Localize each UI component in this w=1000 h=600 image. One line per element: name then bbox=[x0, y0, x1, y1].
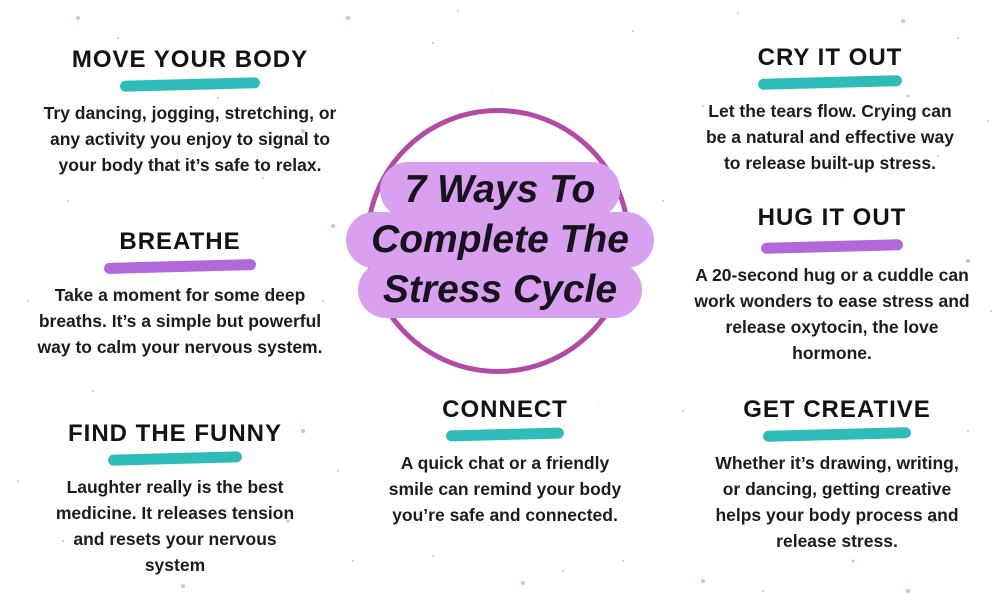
section-body-line: medicine. It releases tension bbox=[55, 503, 295, 523]
section-body-line: work wonders to ease stress and bbox=[694, 291, 970, 311]
section-body-line: release stress. bbox=[776, 531, 898, 551]
section-move-your-body: MOVE YOUR BODY Try dancing, jogging, str… bbox=[30, 46, 350, 178]
section-body-line: Laughter really is the best bbox=[66, 477, 284, 497]
section-breathe: BREATHE Take a moment for some deep brea… bbox=[15, 228, 345, 360]
section-body-line: Let the tears flow. Crying can bbox=[708, 101, 952, 121]
heading-underline-brush bbox=[103, 259, 257, 274]
section-body-line: way to calm your nervous system. bbox=[37, 337, 323, 357]
section-body-line: hormone. bbox=[792, 343, 872, 363]
section-body-line: be a natural and effective way bbox=[705, 127, 954, 147]
section-body-line: any activity you enjoy to signal to bbox=[49, 129, 331, 149]
section-body-line: your body that it’s safe to relax. bbox=[58, 155, 322, 175]
section-body-line: to release built-up stress. bbox=[723, 153, 936, 173]
section-body-line: and resets your nervous bbox=[73, 529, 277, 549]
title-line-3: Stress Cycle bbox=[357, 262, 643, 318]
title-line-1: 7 Ways To bbox=[379, 162, 621, 218]
heading-underline-brush bbox=[119, 77, 261, 92]
section-body-line: A quick chat or a friendly bbox=[400, 453, 610, 473]
section-connect: CONNECT A quick chat or a friendly smile… bbox=[355, 396, 655, 528]
section-heading: BREATHE bbox=[119, 228, 241, 255]
section-body-line: release oxytocin, the love bbox=[725, 317, 939, 337]
section-find-the-funny: FIND THE FUNNY Laughter really is the be… bbox=[25, 420, 325, 578]
section-body-line: Whether it’s drawing, writing, bbox=[715, 453, 959, 473]
section-body-line: A 20-second hug or a cuddle can bbox=[695, 265, 969, 285]
heading-underline-brush bbox=[762, 427, 912, 442]
section-body-line: breaths. It’s a simple but powerful bbox=[38, 311, 322, 331]
section-heading: GET CREATIVE bbox=[743, 396, 931, 423]
section-cry-it-out: CRY IT OUT Let the tears flow. Crying ca… bbox=[675, 44, 985, 176]
section-body-line: or dancing, getting creative bbox=[722, 479, 952, 499]
title-line-2: Complete The bbox=[346, 212, 654, 268]
section-heading: CONNECT bbox=[442, 396, 568, 423]
heading-underline-brush bbox=[445, 427, 565, 442]
section-body-line: you’re safe and connected. bbox=[392, 505, 618, 525]
section-body-line: Take a moment for some deep bbox=[54, 285, 306, 305]
heading-underline-brush bbox=[760, 239, 904, 254]
section-body-line: Try dancing, jogging, stretching, or bbox=[43, 103, 337, 123]
section-heading: HUG IT OUT bbox=[757, 204, 907, 231]
section-heading: MOVE YOUR BODY bbox=[71, 46, 309, 73]
heading-underline-brush bbox=[107, 451, 243, 466]
section-body-line: smile can remind your body bbox=[388, 479, 622, 499]
section-hug-it-out: HUG IT OUT A 20-second hug or a cuddle c… bbox=[672, 204, 992, 366]
heading-underline-brush bbox=[757, 75, 903, 90]
title-card: 7 Ways To Complete The Stress Cycle bbox=[340, 162, 660, 318]
section-body-line: system bbox=[144, 555, 206, 575]
section-heading: FIND THE FUNNY bbox=[68, 420, 282, 447]
section-body-line: helps your body process and bbox=[715, 505, 959, 525]
section-heading: CRY IT OUT bbox=[757, 44, 903, 71]
section-get-creative: GET CREATIVE Whether it’s drawing, writi… bbox=[682, 396, 992, 554]
